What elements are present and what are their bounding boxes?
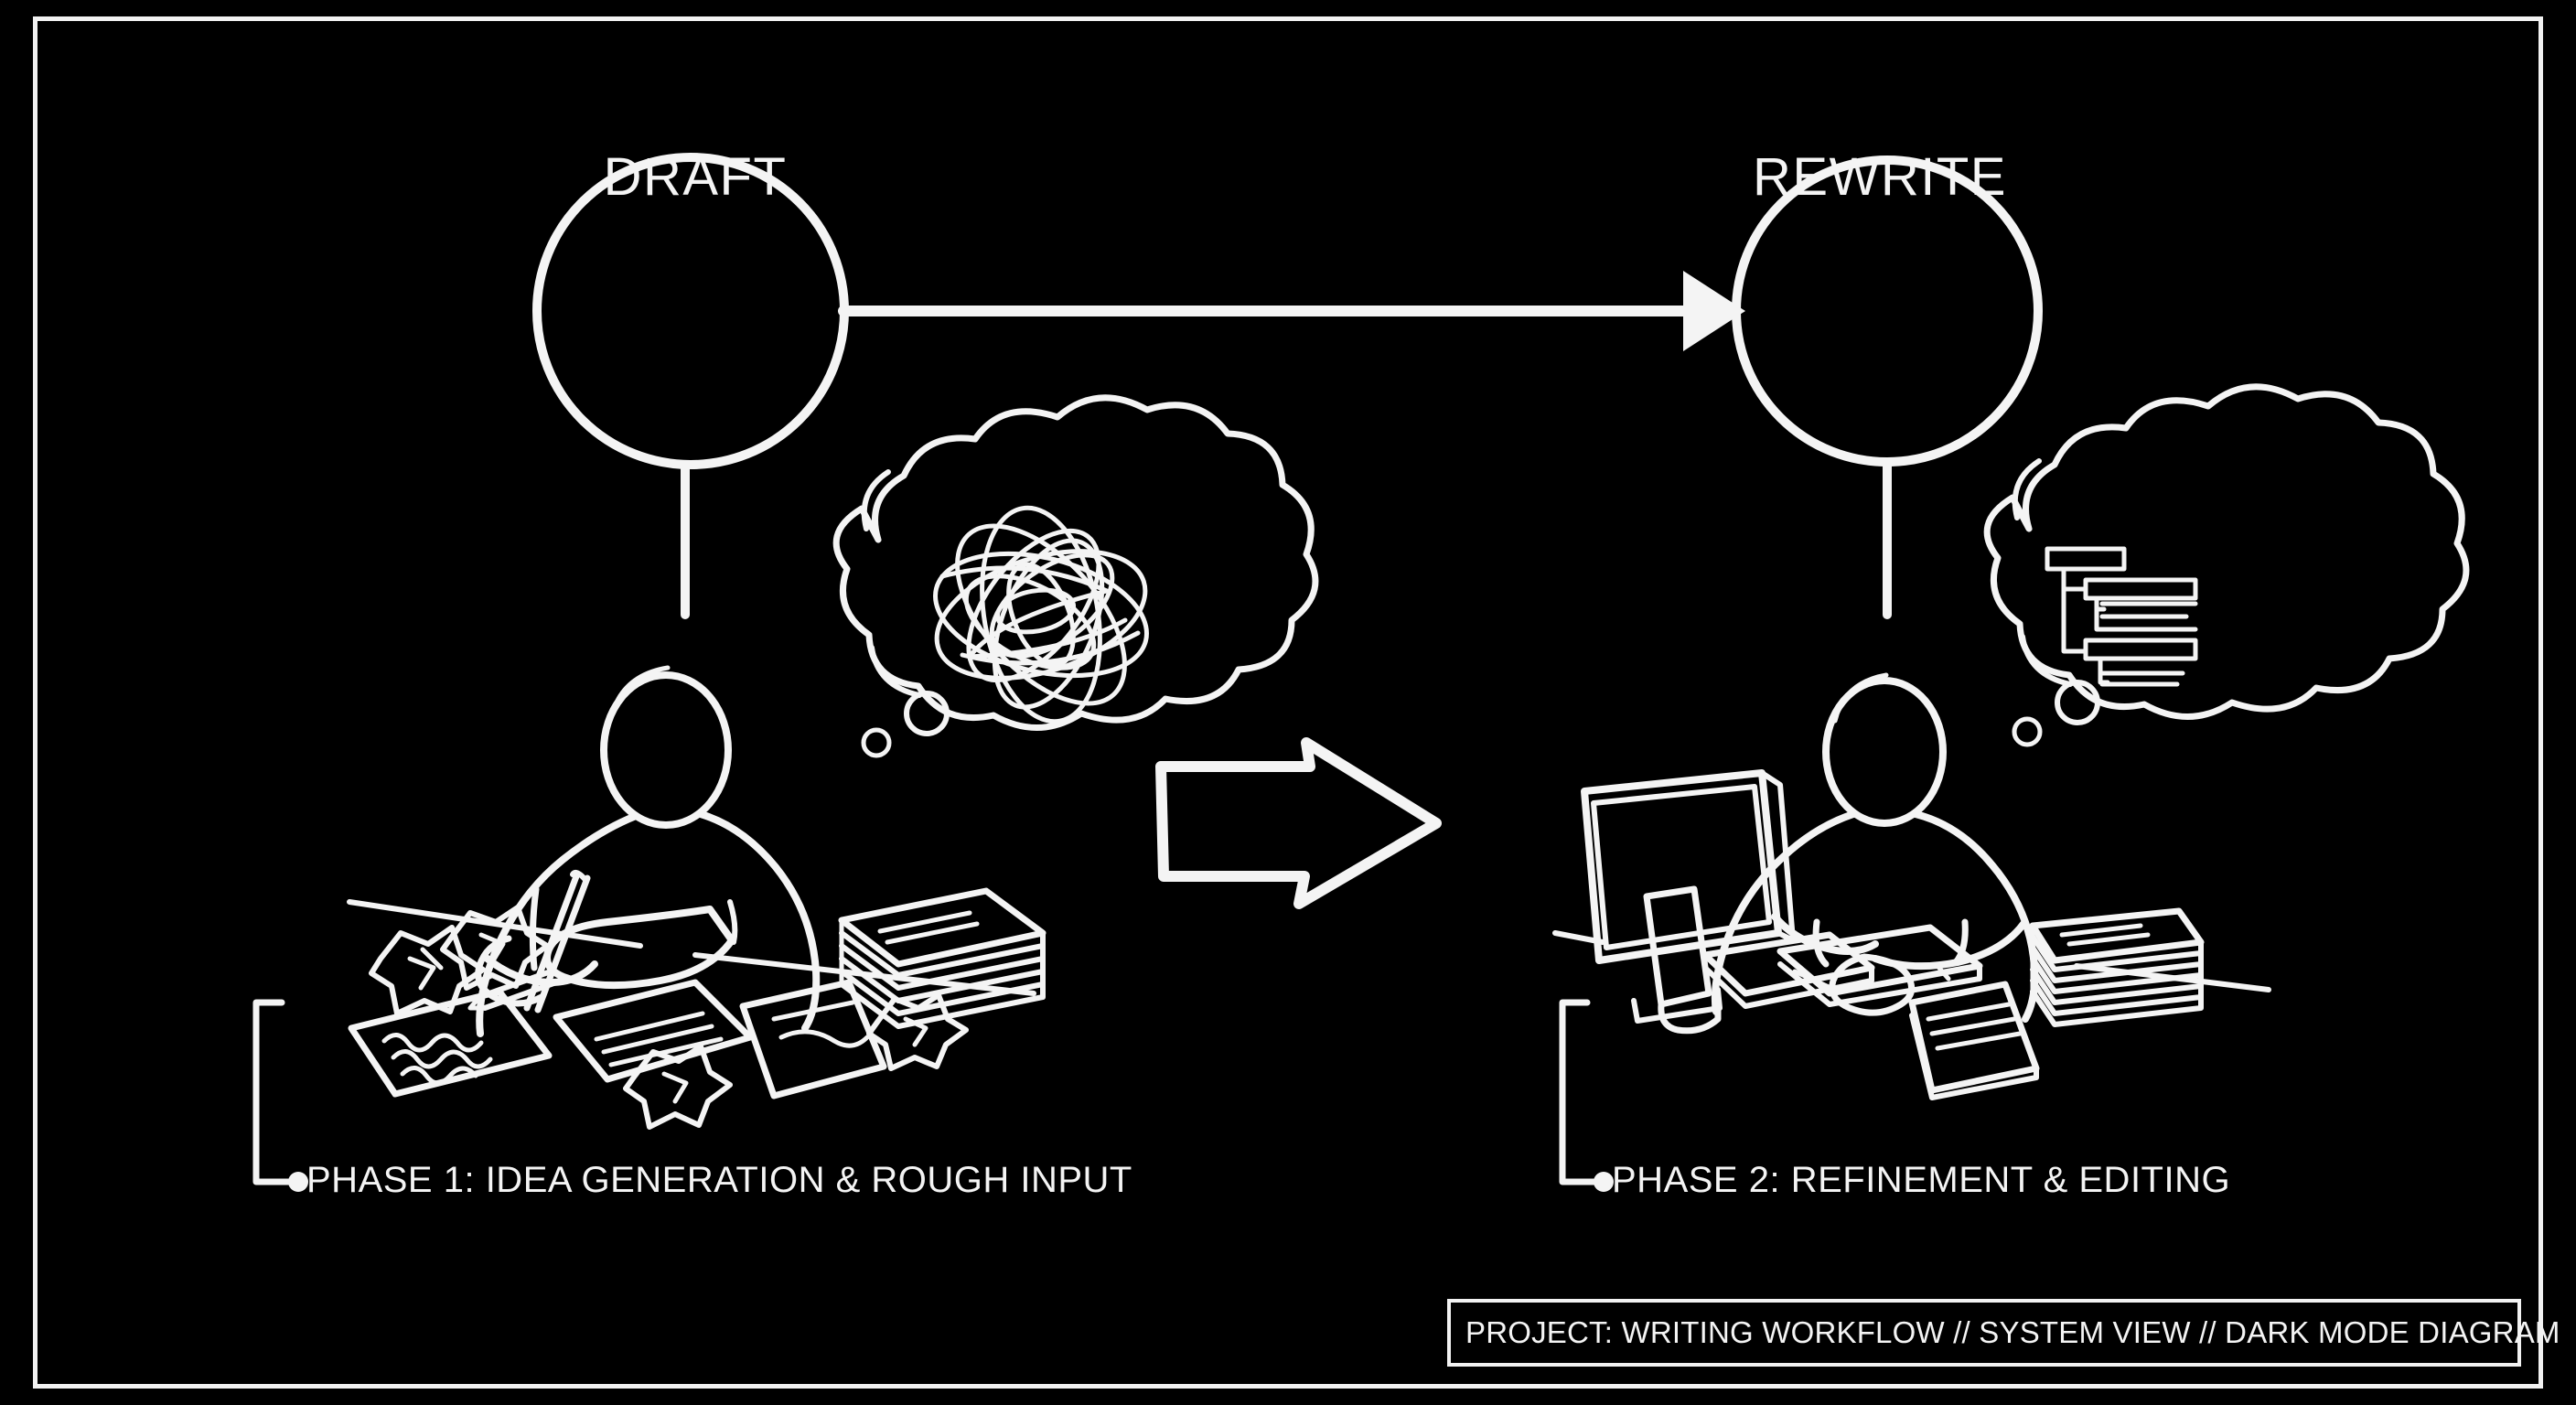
figure-1-head xyxy=(600,665,732,829)
figure-2-head xyxy=(1822,672,1947,827)
monitor xyxy=(1581,769,1875,1035)
project-label-box: PROJECT: WRITING WORKFLOW // SYSTEM VIEW… xyxy=(1447,1299,2560,1367)
phase-2-leader xyxy=(1559,999,1614,1192)
paper-stack-1 xyxy=(838,887,1046,1029)
crumpled-paper-balls xyxy=(369,905,969,1130)
node-label-rewrite: REWRITE xyxy=(1753,147,2007,207)
project-label-text: PROJECT: WRITING WORKFLOW // SYSTEM VIEW… xyxy=(1465,1315,2560,1349)
outline-structure xyxy=(2045,546,2198,687)
paper-stack-2 xyxy=(2029,907,2205,1027)
notepad xyxy=(553,979,754,1083)
figure-1-resting-arm xyxy=(543,899,738,990)
scene-phase-2 xyxy=(1552,672,2271,1100)
scribble-tangle xyxy=(933,505,1149,724)
scattered-paper-lined xyxy=(739,979,887,1099)
draft-to-rewrite-arrow xyxy=(838,271,1745,351)
thought-bubble-outline xyxy=(1983,383,2470,747)
node-label-draft: DRAFT xyxy=(603,147,788,207)
scattered-paper-scribbled xyxy=(348,988,553,1098)
phase-transition-arrow xyxy=(1155,737,1442,909)
thought-bubble-scribble xyxy=(832,394,1319,758)
phase-1-caption: PHASE 1: IDEA GENERATION & ROUGH INPUT xyxy=(306,1160,1132,1200)
scene-phase-1 xyxy=(347,665,1046,1130)
phase-2-caption: PHASE 2: REFINEMENT & EDITING xyxy=(1612,1160,2231,1200)
keyboard xyxy=(1776,924,1983,1007)
printed-page xyxy=(1908,981,2040,1100)
phase-1-leader xyxy=(252,999,308,1192)
outer-border xyxy=(33,16,2543,1389)
